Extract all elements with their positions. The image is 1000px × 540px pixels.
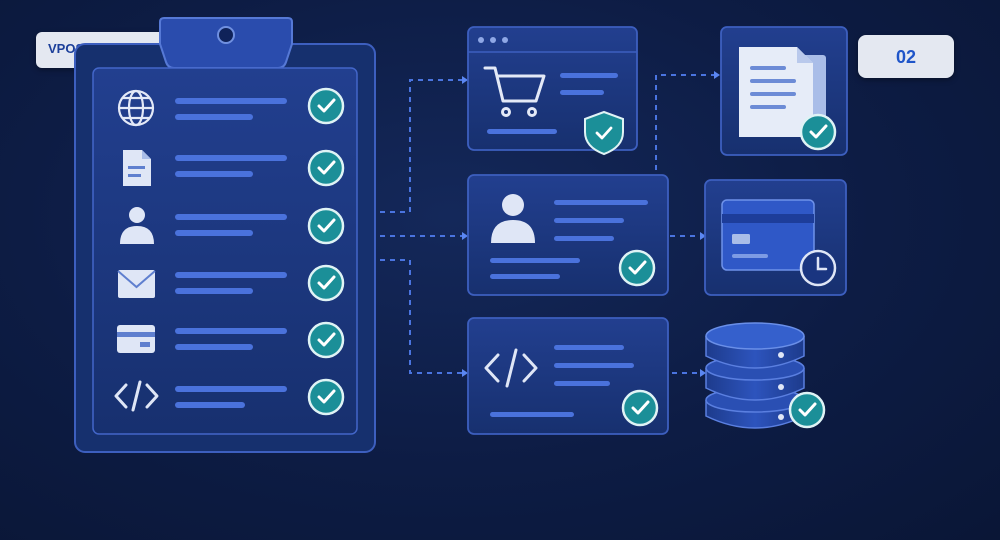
check-icon	[307, 378, 345, 416]
check-icon	[621, 389, 659, 427]
check-icon	[307, 207, 345, 245]
check-icon	[307, 87, 345, 125]
flow-database	[705, 322, 826, 429]
flow-card-documents	[720, 26, 848, 156]
shield-check-icon	[584, 110, 624, 156]
shopping-cart-icon	[483, 66, 546, 117]
checklist-item-document	[123, 149, 345, 187]
checklist-item-user	[120, 207, 345, 245]
check-icon	[799, 113, 837, 151]
flow-card-shop	[467, 26, 638, 156]
user-icon	[120, 207, 154, 244]
check-icon	[788, 391, 826, 429]
credit-card-icon	[721, 199, 815, 271]
flow-card-code	[467, 317, 669, 435]
flow-card-user	[467, 174, 669, 296]
credit-card-icon	[117, 325, 155, 353]
page-number-badge: 02	[858, 35, 954, 78]
check-icon	[307, 321, 345, 359]
checklist-item-code	[114, 378, 345, 416]
checklist-item-card	[117, 321, 345, 359]
user-icon	[491, 194, 535, 243]
code-icon	[114, 380, 159, 412]
documents-icon	[739, 47, 826, 137]
flow-card-payment	[704, 179, 847, 296]
document-icon	[123, 150, 151, 186]
check-icon	[618, 249, 656, 287]
mail-icon	[117, 270, 156, 298]
checklist-item-globe	[117, 87, 345, 127]
checklist-item-mail	[117, 264, 345, 302]
check-icon	[307, 264, 345, 302]
clock-icon	[799, 249, 837, 287]
check-icon	[307, 149, 345, 187]
database-icon	[705, 322, 805, 429]
connector-lines	[380, 74, 714, 374]
code-icon	[484, 348, 538, 388]
page-number: 02	[895, 47, 917, 67]
globe-icon	[117, 89, 155, 127]
